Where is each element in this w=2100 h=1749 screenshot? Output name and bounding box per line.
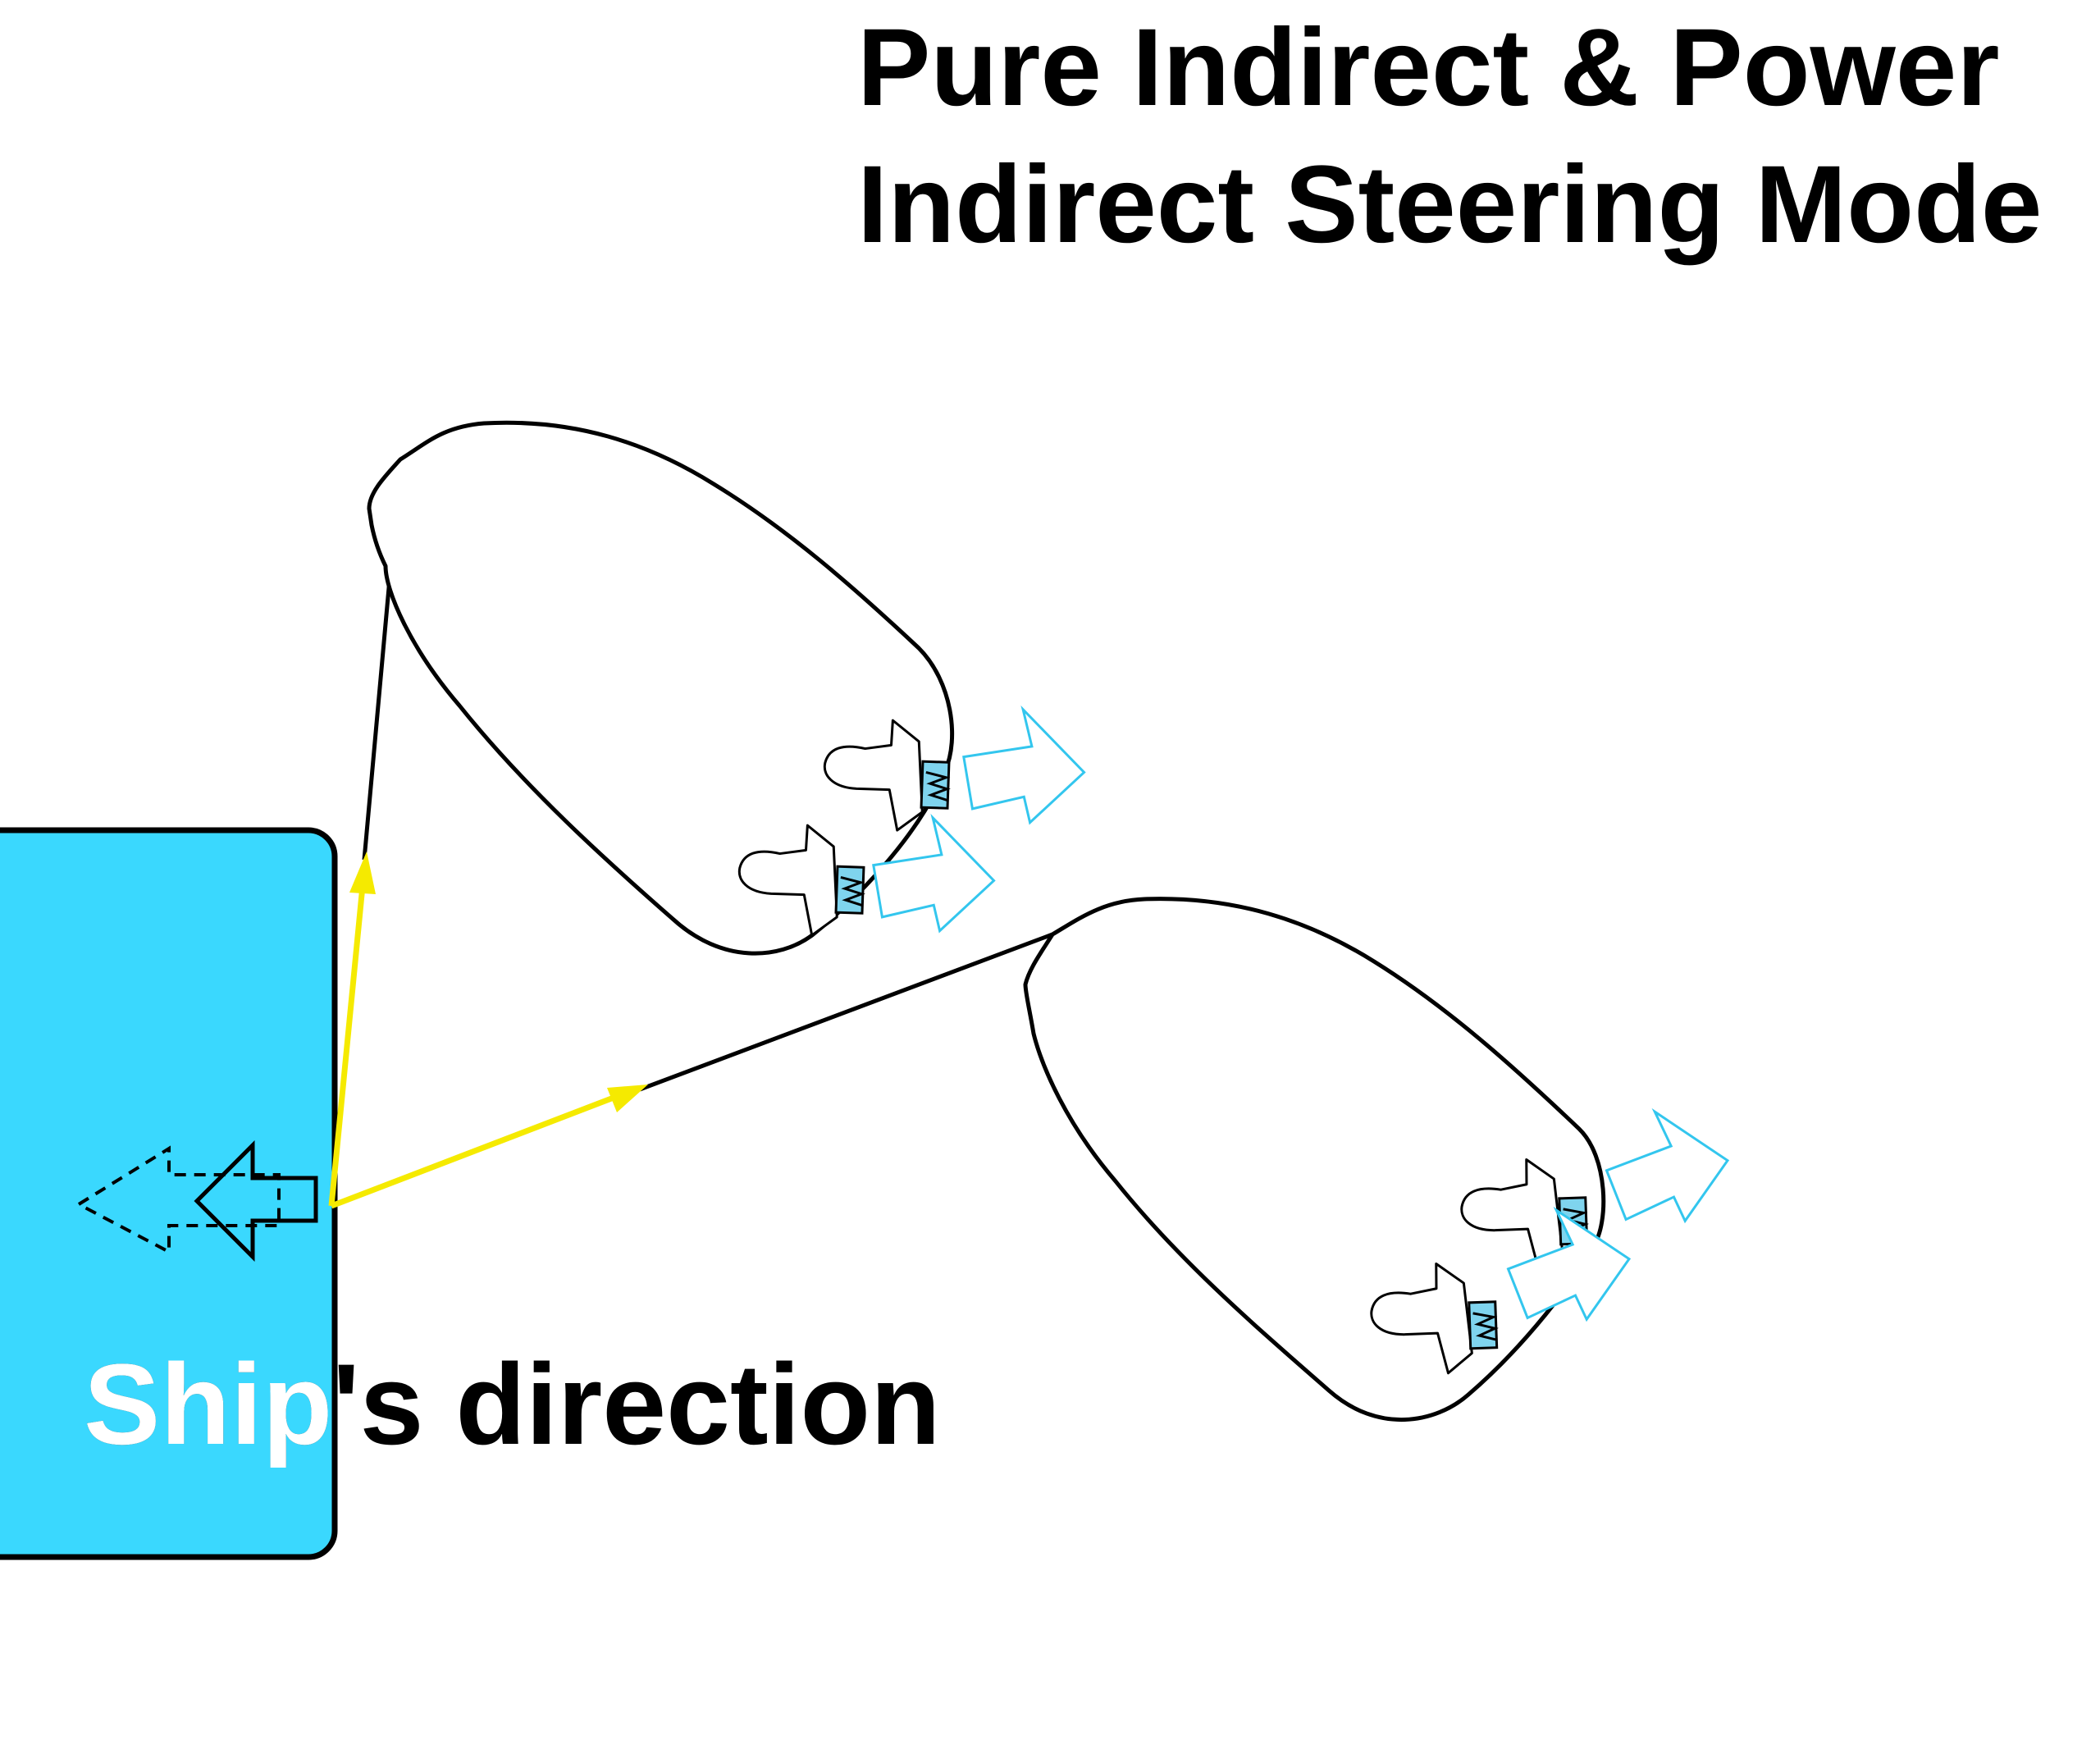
ship-direction-label: Ship's direction (84, 1340, 941, 1468)
tug-lower (1023, 897, 1743, 1422)
thrust-arrow-icon (958, 702, 1090, 830)
thrust-arrow-icon (1592, 1094, 1743, 1241)
towline-lower (639, 932, 1053, 1092)
tug-upper (367, 420, 1090, 956)
title-line-2: Indirect Steering Mode (857, 144, 2042, 266)
towline-force-upper (328, 852, 376, 1207)
ship-direction-label-overlay: Ship's direction (84, 1340, 941, 1468)
towline-force-lower (330, 1085, 648, 1209)
title-line-1: Pure Indirect & Power (857, 7, 1999, 129)
ship-direction-arrow-icon (75, 1139, 318, 1263)
